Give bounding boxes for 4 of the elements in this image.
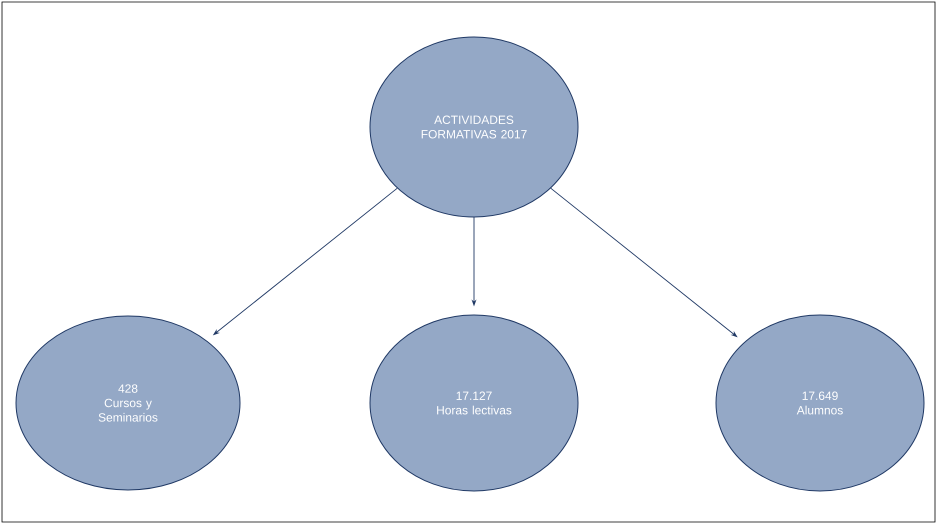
ellipse-node: 17.127 Horas lectivas — [370, 314, 578, 492]
ellipse-node: ACTIVIDADES FORMATIVAS 2017 — [370, 36, 578, 218]
ellipse-node: 17.649 Alumnos — [716, 314, 924, 492]
ellipse-node: 428 Cursos y Seminarios — [16, 316, 240, 490]
